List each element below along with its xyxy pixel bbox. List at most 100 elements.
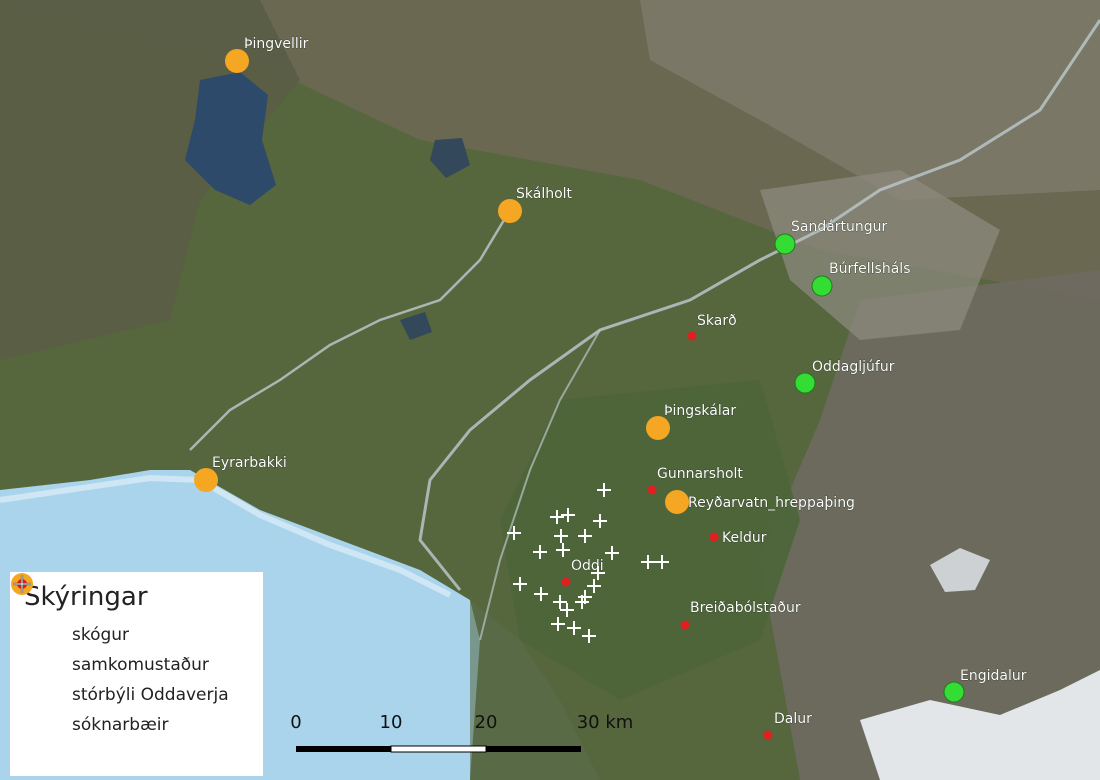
place-oddagljufur[interactable]: Oddagljúfur (794, 359, 895, 394)
storbyli-marker-icon (680, 620, 690, 630)
lake-small (430, 138, 470, 178)
storbyli-marker-icon (561, 577, 571, 587)
orange-circle-icon (11, 573, 60, 677)
soknarbaer-cross-icon (605, 546, 619, 560)
place-thingskalar[interactable]: Þingskálar (646, 403, 737, 440)
soknarbaer-cross-icon (513, 577, 527, 591)
place-label: Oddagljúfur (812, 359, 895, 375)
place-label: Eyrarbakki (212, 455, 287, 471)
place-burfellshals[interactable]: Búrfellsháls (811, 261, 911, 297)
highland-northeast (640, 0, 1100, 200)
legend-title: Skýringar (24, 582, 148, 612)
place-label: Oddi (571, 558, 604, 574)
place-label: Dalur (774, 711, 812, 727)
place-engidalur[interactable]: Engidalur (943, 668, 1027, 703)
soknarbaer-cross-icon (551, 617, 565, 631)
highland-southeast (760, 270, 1100, 780)
place-oddi[interactable]: Oddi (561, 558, 604, 587)
legend-label: samkomustaður (72, 655, 209, 675)
storbyli-marker-icon (709, 532, 719, 542)
cross-icon (13, 575, 60, 737)
scale-tick-label: 30 km (576, 712, 634, 733)
coastline (0, 474, 452, 598)
soknarbaer-cross-icon (553, 595, 567, 609)
samkomustadur-marker-icon (498, 199, 522, 223)
soknarbaer-cross-icon (560, 603, 574, 617)
legend-label: stórbýli Oddaverja (72, 685, 229, 705)
soknarbaer-cross-icon (507, 526, 521, 540)
scale-tick-label: 20 (474, 712, 498, 733)
soknarbaer-cross-icon (597, 483, 611, 497)
soknarbaer-cross-icon (655, 555, 669, 569)
soknarbaer-cross-icon (591, 566, 605, 580)
samkomustadur-marker-icon (665, 490, 689, 514)
soknarbaer-cross-icon (587, 579, 601, 593)
skogur-marker-icon (794, 372, 816, 394)
place-label: Reyðarvatn_hreppaþing (688, 495, 855, 511)
skogur-marker-icon (943, 681, 965, 703)
legend-item-skogur: skógur (12, 574, 263, 650)
legend-item-soknarbaeir: sóknarbæir (13, 575, 263, 740)
lowland-fields (500, 380, 800, 700)
green-circle-icon (12, 574, 60, 647)
storbyli-marker-icon (763, 730, 773, 740)
soknarbaeir-markers (507, 483, 669, 643)
place-label: Skálholt (516, 186, 573, 202)
place-gunnarsholt[interactable]: Gunnarsholt (647, 466, 744, 495)
soknarbaer-cross-icon (641, 555, 655, 569)
soknarbaer-cross-icon (561, 508, 575, 522)
soknarbaer-cross-icon (578, 529, 592, 543)
scale-tick-label: 10 (379, 712, 403, 733)
place-label: Sandártungur (791, 219, 888, 235)
scale-tick-label: 0 (290, 712, 302, 733)
legend-item-storbyli: stórbýli Oddaverja (17, 579, 263, 710)
place-thingvellir[interactable]: Þingvellir (225, 36, 309, 73)
river-olfusa (189, 209, 512, 451)
glacier-south (860, 670, 1100, 780)
place-label: Þingskálar (664, 403, 736, 419)
storbyli-marker-icon (647, 485, 657, 495)
scale-bar-graphic (296, 745, 581, 753)
river-thjorsa (418, 19, 1100, 591)
place-skard[interactable]: Skarð (687, 313, 737, 341)
legend: Skýringar skógur samkomustaður stórbýli … (10, 572, 263, 776)
place-label: Þingvellir (244, 36, 309, 52)
place-eyrarbakki[interactable]: Eyrarbakki (194, 455, 287, 492)
place-label: Gunnarsholt (657, 466, 743, 482)
snow-patch (930, 548, 990, 592)
soknarbaer-cross-icon (550, 510, 564, 524)
legend-label: skógur (72, 625, 130, 645)
storbyli-marker-icon (687, 331, 697, 341)
place-label: Búrfellsháls (829, 261, 910, 277)
soknarbaer-cross-icon (567, 621, 581, 635)
soknarbaer-cross-icon (534, 587, 548, 601)
burfell-plateau (760, 170, 1000, 340)
place-label: Breiðabólstaður (690, 600, 801, 616)
place-label: Keldur (722, 530, 767, 546)
place-sandartungur[interactable]: Sandártungur (774, 219, 888, 255)
soknarbaer-cross-icon (575, 595, 589, 609)
soknarbaer-cross-icon (533, 545, 547, 559)
river-ranga (479, 329, 601, 641)
skogur-marker-icon (811, 275, 833, 297)
samkomustadur-marker-icon (646, 416, 670, 440)
place-label: Skarð (697, 313, 737, 329)
samkomustadur-marker-icon (225, 49, 249, 73)
place-keldur[interactable]: Keldur (709, 530, 767, 546)
place-dalur[interactable]: Dalur (763, 711, 813, 740)
samkomustadur-marker-icon (194, 468, 218, 492)
skogur-marker-icon (774, 233, 796, 255)
legend-item-samkomustadur: samkomustaður (11, 573, 263, 680)
place-label: Engidalur (960, 668, 1027, 684)
soknarbaer-cross-icon (582, 629, 596, 643)
river-delta (470, 600, 600, 780)
lake-thingvallavatn (185, 72, 276, 205)
place-reydarvatn[interactable]: Reyðarvatn_hreppaþing (665, 490, 855, 514)
soknarbaer-cross-icon (554, 529, 568, 543)
place-skalholt[interactable]: Skálholt (498, 186, 573, 223)
legend-label: sóknarbæir (72, 715, 169, 735)
place-breidabolstadur[interactable]: Breiðabólstaður (680, 600, 801, 630)
